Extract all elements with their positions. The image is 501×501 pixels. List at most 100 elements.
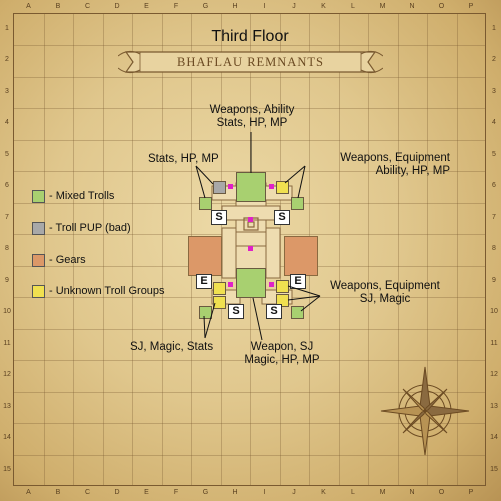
door-marker xyxy=(228,282,233,287)
mixed-spot-ne xyxy=(291,197,304,210)
row-label: 7 xyxy=(5,213,9,221)
grid-line-horizontal xyxy=(14,454,486,456)
legend-label: - Gears xyxy=(49,254,86,266)
column-label: C xyxy=(84,489,91,496)
unknown-spot-sw2 xyxy=(213,296,226,309)
column-label: O xyxy=(438,489,445,496)
column-label: A xyxy=(26,489,31,496)
legend-label: - Unknown Troll Groups xyxy=(49,285,165,297)
row-label: 6 xyxy=(5,182,9,190)
row-label: 13 xyxy=(3,402,11,410)
mixed-spot-se xyxy=(291,306,304,319)
grid-line-vertical xyxy=(338,14,340,486)
row-label: 9 xyxy=(492,276,496,284)
row-label: 11 xyxy=(490,339,498,347)
row-label: 10 xyxy=(3,308,11,316)
mixed-spot-sw xyxy=(199,306,212,319)
column-label: C xyxy=(84,3,91,10)
column-label: D xyxy=(114,3,120,10)
row-label: 4 xyxy=(492,119,496,127)
annotation-line: Stats, HP, MP xyxy=(216,117,288,129)
door-marker xyxy=(248,217,253,222)
column-label: H xyxy=(232,489,238,496)
room-tag-e: E xyxy=(290,274,306,289)
grid-line-horizontal xyxy=(14,360,486,362)
grid-line-horizontal xyxy=(14,328,486,330)
column-label: J xyxy=(292,3,296,10)
row-label: 14 xyxy=(3,434,11,442)
grid-line-vertical xyxy=(161,14,163,486)
floor-title: Third Floor xyxy=(211,28,289,45)
unknown-spot-ne xyxy=(276,181,289,194)
column-label: B xyxy=(55,3,61,10)
grid-line-horizontal xyxy=(14,391,486,393)
column-label: A xyxy=(26,3,31,10)
column-label: K xyxy=(321,3,326,10)
column-label: M xyxy=(379,3,386,10)
annotation-line: SJ, Magic xyxy=(359,293,411,305)
row-label: 15 xyxy=(3,465,11,473)
column-label: I xyxy=(263,489,266,496)
row-label: 13 xyxy=(490,402,498,410)
column-label: L xyxy=(351,3,355,10)
annotation-top-left: Stats, HP, MP xyxy=(148,153,219,165)
column-label: M xyxy=(379,489,386,496)
annotation-line: Weapons, Equipment xyxy=(330,280,440,292)
annotation-line: Ability, HP, MP xyxy=(375,165,450,177)
annotation-line: Magic, HP, MP xyxy=(244,354,320,366)
column-label: P xyxy=(468,489,474,496)
grid-line-vertical xyxy=(73,14,74,486)
row-label: 14 xyxy=(490,434,498,442)
row-label: 7 xyxy=(492,213,496,221)
legend-swatch-unknown-troll-groups xyxy=(32,285,45,298)
grid-line-vertical xyxy=(368,14,369,486)
row-label: 8 xyxy=(5,245,9,253)
annotation-bottom-center: Weapon, SJ Magic, HP, MP xyxy=(232,341,332,367)
corridor-w xyxy=(221,227,237,279)
column-label: F xyxy=(173,3,179,10)
row-label: 2 xyxy=(5,56,9,64)
door-marker xyxy=(228,184,233,189)
grid-line-horizontal xyxy=(14,45,486,47)
grid-line-vertical xyxy=(456,14,458,486)
door-marker xyxy=(269,184,274,189)
room-tag-s: S xyxy=(274,210,290,225)
column-label: G xyxy=(202,489,209,496)
legend-swatch-troll-pup xyxy=(32,222,45,235)
column-label: D xyxy=(114,489,120,496)
unknown-spot-sw1 xyxy=(213,282,226,295)
row-label: 8 xyxy=(492,245,496,253)
row-label: 9 xyxy=(5,276,9,284)
row-label: 12 xyxy=(490,371,498,379)
grid-line-vertical xyxy=(132,14,133,486)
door-marker xyxy=(269,282,274,287)
legend-label: - Troll PUP (bad) xyxy=(49,222,131,234)
column-label: H xyxy=(232,3,238,10)
zone-banner: BHAFLAU REMNANTS xyxy=(117,46,384,78)
column-label: B xyxy=(55,489,61,496)
row-label: 5 xyxy=(492,150,496,158)
grid-line-horizontal xyxy=(14,171,486,173)
room-east-gears xyxy=(284,236,318,276)
annotation-top-right: Weapons, Equipment Ability, HP, MP xyxy=(320,152,450,178)
troll-pup-spot xyxy=(213,181,226,194)
mixed-spot-nw xyxy=(199,197,212,210)
row-label: 1 xyxy=(5,25,9,32)
row-label: 12 xyxy=(3,371,11,379)
door-marker xyxy=(248,246,253,251)
grid-line-horizontal xyxy=(14,76,486,78)
legend-label: - Mixed Trolls xyxy=(49,190,115,202)
corridor-e xyxy=(265,227,281,279)
column-label: L xyxy=(351,489,355,496)
row-label: 3 xyxy=(492,87,496,95)
annotation-top-center: Weapons, Ability Stats, HP, MP xyxy=(196,104,308,130)
column-label: E xyxy=(144,489,149,496)
annotation-line: Weapons, Ability xyxy=(209,104,295,116)
grid-line-horizontal xyxy=(14,139,486,141)
row-label: 11 xyxy=(3,339,11,347)
row-label: 10 xyxy=(490,308,498,316)
grid-line-vertical xyxy=(43,14,45,486)
